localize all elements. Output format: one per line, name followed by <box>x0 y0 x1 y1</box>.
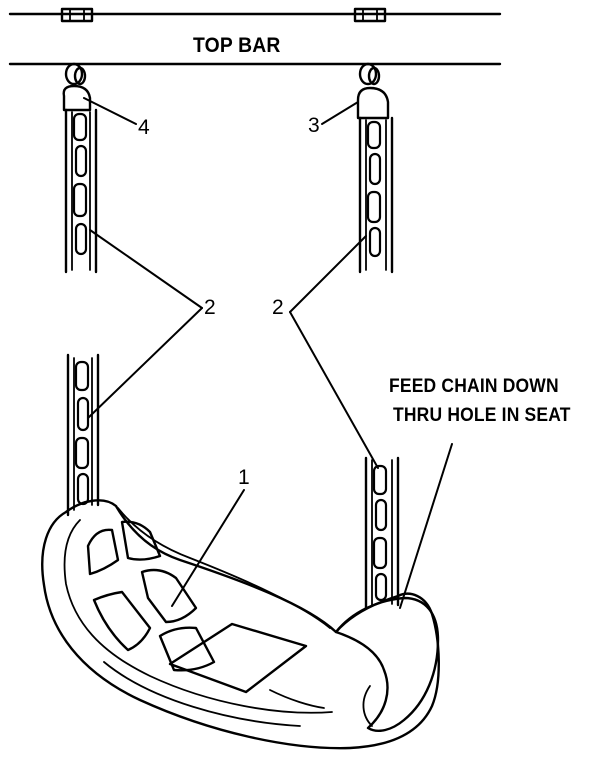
right-upper-chain <box>358 116 394 274</box>
top-bar <box>8 7 502 66</box>
left-upper-chain <box>64 108 98 274</box>
left-lower-chain <box>66 353 100 517</box>
callout-chain-left: 2 <box>204 296 216 319</box>
leader-lines <box>83 97 453 609</box>
instruction-line-2: THRU HOLE IN SEAT <box>393 405 571 426</box>
swing-seat <box>41 499 440 750</box>
top-bar-label: TOP BAR <box>193 34 281 57</box>
right-hook-assembly <box>356 62 390 120</box>
instruction-line-1: FEED CHAIN DOWN <box>389 376 559 397</box>
callout-chain-right: 2 <box>272 296 284 319</box>
left-hook-assembly <box>62 62 92 112</box>
callout-hook-right: 3 <box>308 114 320 137</box>
right-lower-chain <box>364 456 400 610</box>
callout-seat: 1 <box>238 466 250 489</box>
callout-hook-left: 4 <box>138 116 150 139</box>
